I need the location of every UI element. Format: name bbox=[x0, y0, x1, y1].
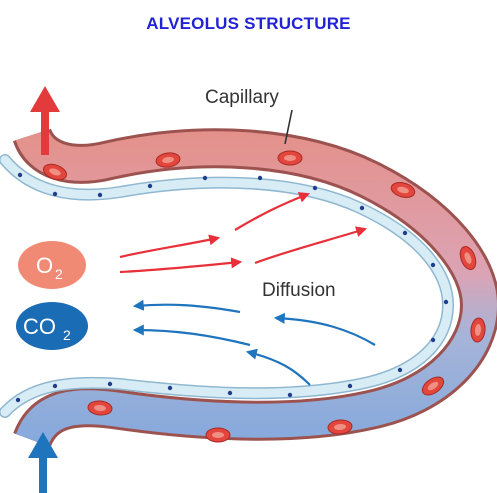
epithelium-fill bbox=[0, 155, 453, 417]
oxygen-diffusion-arrows bbox=[119, 192, 368, 274]
co2-symbol: CO bbox=[23, 314, 56, 339]
capillary-label: Capillary bbox=[205, 87, 279, 108]
co2-diffusion-arrows bbox=[132, 299, 376, 386]
capillary-pointer bbox=[284, 109, 293, 145]
up-arrow-icon bbox=[30, 86, 60, 155]
oxygen-subscript: 2 bbox=[55, 266, 63, 282]
co2-subscript: 2 bbox=[63, 327, 71, 343]
carbon-dioxide-molecule: CO 2 bbox=[16, 302, 88, 350]
epithelial-cell-icon bbox=[15, 172, 449, 403]
diagram-title: ALVEOLUS STRUCTURE bbox=[146, 14, 351, 33]
oxygen-molecule: O 2 bbox=[18, 241, 86, 289]
up-arrow-icon bbox=[28, 432, 58, 493]
diffusion-label: Diffusion bbox=[262, 280, 336, 301]
oxygen-symbol: O bbox=[36, 253, 53, 278]
capillary-lumen bbox=[15, 128, 497, 448]
red-blood-cell-icon bbox=[42, 150, 486, 443]
